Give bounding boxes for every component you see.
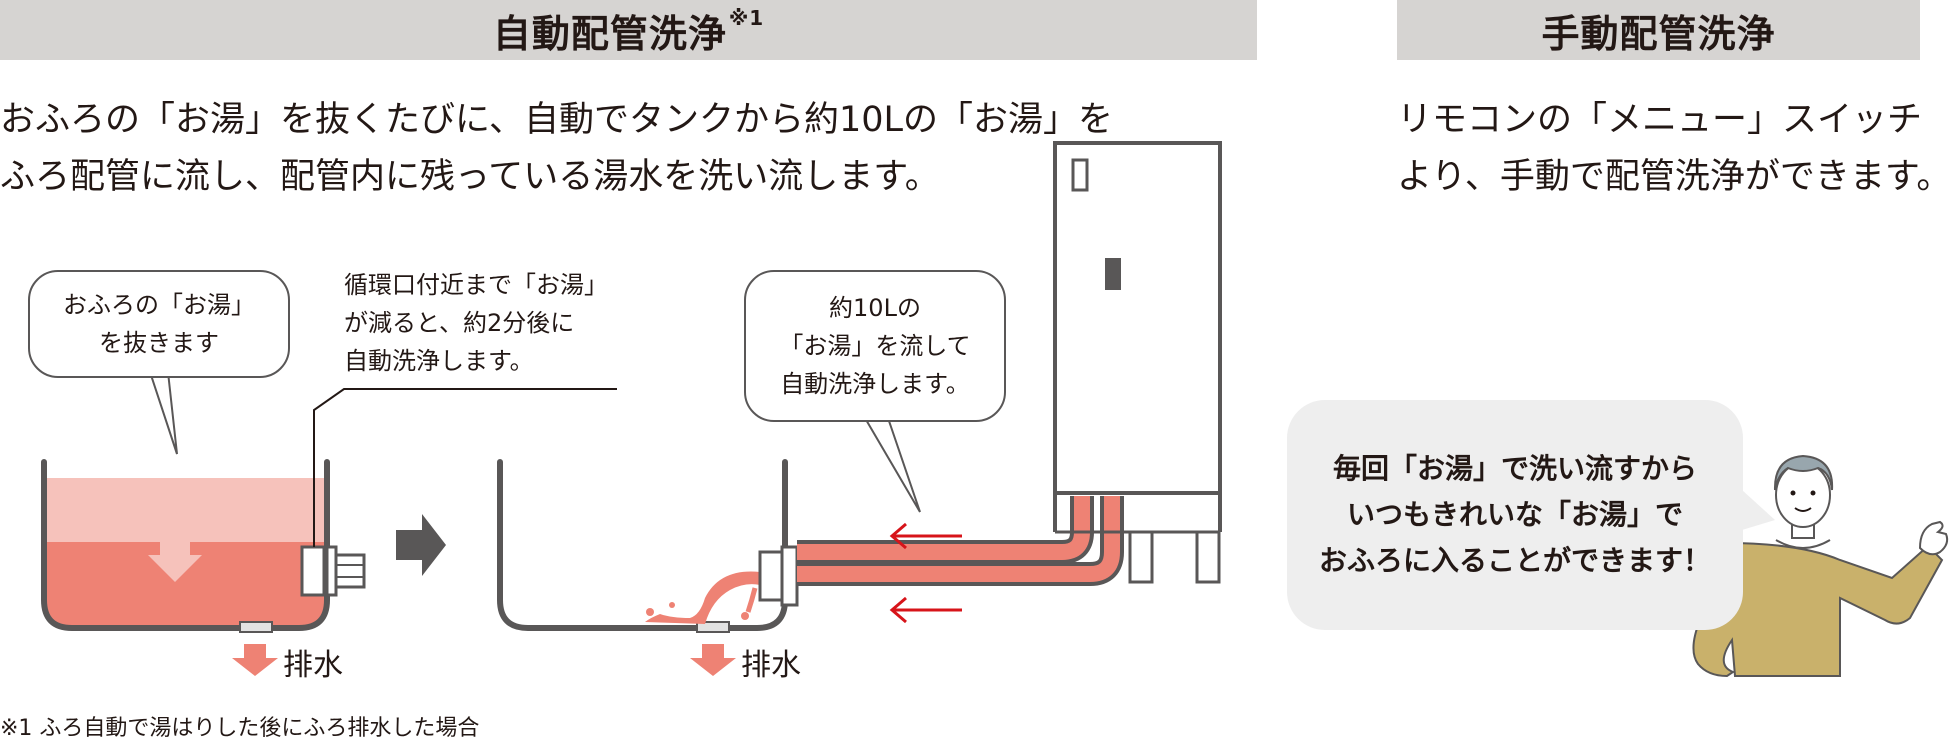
drain-arrow-icon [690,644,736,676]
footnote-mark: ※1 [728,6,765,30]
footnote: ※1 ふろ自動で湯はりした後にふろ排水した場合 [0,716,480,741]
person-body [1692,541,1944,678]
tub2-port-flange [780,545,799,607]
bubble2-line1: 約10Lの [829,294,921,322]
bubble1-tail [148,371,178,455]
manual-description: リモコンの「メニュー」スイッチ より、手動で配管洗浄ができます。 [1397,92,1951,206]
person-collar [1775,539,1831,549]
note-line2: が減ると、約2分後に [344,309,575,337]
speech-line1: 毎回「お湯」で洗い流すから [1332,452,1697,485]
bubble1-line1: おふろの「お湯」 [63,291,255,319]
tub1-port [300,545,326,597]
bubble2-line3: 自動洗浄します。 [780,370,970,398]
auto-description-line1: おふろの「お湯」を抜くたびに、自動でタンクから約10Lの「お湯」を [0,100,1113,140]
drain-arrow-icon [232,644,278,676]
flush-water-bubble: 約10Lの 「お湯」を流して 自動洗浄します。 [744,270,1006,422]
tub1-drain-plug [239,621,273,633]
transition-arrow-icon [396,514,446,576]
speech-tail [1742,490,1775,530]
splash-water [645,571,760,624]
person-face [1775,462,1831,528]
tank-leg [1195,530,1221,584]
speech-line2: いつもきれいな「お湯」で [1346,498,1683,531]
manual-description-line2: より、手動で配管洗浄ができます。 [1397,157,1952,197]
person-speech-bubble: 毎回「お湯」で洗い流すから いつもきれいな「お湯」で おふろに入ることができます… [1287,400,1743,630]
water-heater-tank [1053,141,1222,495]
person-hair [1773,454,1834,491]
flow-arrow-icon [889,596,962,624]
drain-label-1: 排水 [283,648,343,683]
note-line1: 循環口付近まで「お湯」 [344,271,608,299]
speech-line3: おふろに入ることができます！ [1318,544,1711,577]
bubble1-line2: を抜きます [99,329,219,357]
tub2-port [758,550,784,602]
auto-description: おふろの「お湯」を抜くたびに、自動でタンクから約10Lの「お湯」を ふろ配管に流… [0,92,1113,206]
tub1-port-pipe [334,553,366,589]
tub2-drain-plug [696,621,730,633]
person-hand [1918,520,1949,556]
tub2-outline [497,459,788,631]
bubble2-tail [863,417,921,513]
tank-leg [1128,530,1154,584]
manual-cleaning-title: 手動配管洗浄 [1541,11,1776,56]
auto-cleaning-header: 自動配管洗浄※1 [0,0,1257,60]
note-leader-line [313,388,617,547]
manual-description-line1: リモコンの「メニュー」スイッチ [1397,100,1923,140]
water-down-arrow [148,540,202,582]
pipe-inner [797,496,1094,564]
tub1-water-light [44,478,327,542]
tank-indicator [1105,258,1121,290]
note-line3: 自動洗浄します。 [344,347,534,375]
manual-cleaning-header: 手動配管洗浄 [1397,0,1920,60]
tub1-water [44,542,327,628]
auto-cleaning-title: 自動配管洗浄 [492,11,727,56]
bubble2-line2: 「お湯」を流して [779,332,971,360]
drain-label-2: 排水 [741,648,801,683]
auto-clean-timing-note: 循環口付近まで「お湯」 が減ると、約2分後に 自動洗浄します。 [344,266,608,380]
tank-label-plate [1071,158,1089,192]
tub1-outline [41,459,330,631]
flow-arrow-icon [889,522,962,550]
auto-description-line2: ふろ配管に流し、配管内に残っている湯水を洗い流します。 [0,157,940,197]
drain-bath-bubble: おふろの「お湯」 を抜きます [28,270,290,378]
person-illustration [1692,454,1949,678]
